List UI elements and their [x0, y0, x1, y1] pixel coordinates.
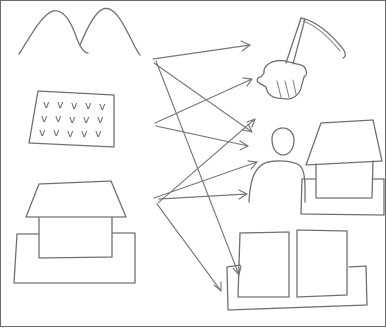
svg-text:v: v	[55, 112, 62, 125]
svg-text:v: v	[99, 100, 106, 113]
svg-text:v: v	[39, 126, 46, 139]
svg-text:v: v	[95, 127, 102, 140]
svg-text:v: v	[53, 126, 60, 139]
svg-text:v: v	[85, 99, 92, 112]
svg-text:v: v	[67, 127, 74, 140]
svg-text:v: v	[97, 113, 104, 126]
svg-text:v: v	[57, 98, 64, 111]
house-left-drawing	[14, 181, 135, 283]
svg-text:v: v	[41, 112, 48, 125]
svg-text:v: v	[71, 99, 78, 112]
svg-text:v: v	[43, 98, 50, 111]
mountains-drawing	[19, 8, 140, 55]
house-right-drawing	[301, 120, 384, 215]
svg-text:v: v	[69, 113, 76, 126]
svg-text:v: v	[81, 127, 88, 140]
person-drawing	[249, 128, 305, 202]
hand-with-tool-drawing	[257, 18, 345, 99]
open-book-drawing	[227, 230, 367, 310]
arrows	[153, 41, 257, 291]
svg-text:v: v	[83, 113, 90, 126]
